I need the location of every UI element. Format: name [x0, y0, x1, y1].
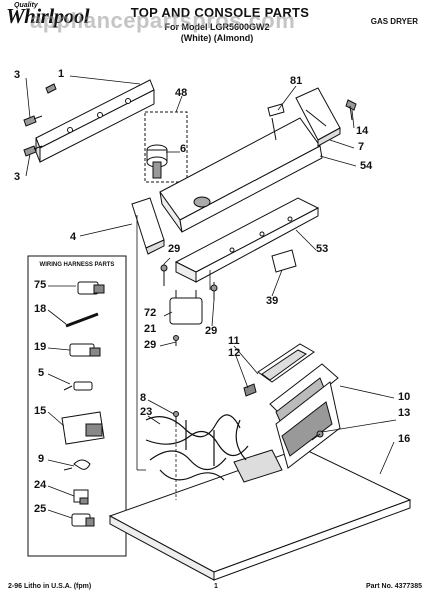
part-screws-3 [23, 83, 57, 157]
callout-10: 10 [398, 391, 411, 403]
part-switch-21 [169, 290, 203, 325]
part-clip-12 [243, 383, 257, 397]
callout-3-top: 3 [14, 69, 21, 81]
watermark: appliancepartspros.com [30, 8, 296, 33]
callout-12: 12 [228, 347, 241, 359]
inset-callout-18: 18 [34, 303, 47, 315]
inset-callout-19: 19 [34, 341, 47, 353]
callout-3-bottom: 3 [14, 171, 21, 183]
whirlpool-logo: Whirlpool [6, 4, 90, 28]
part-console-54 [159, 103, 323, 233]
part-rail-53 [174, 197, 320, 283]
inset-callout-5: 5 [38, 367, 45, 379]
part-screw-14 [345, 99, 357, 111]
inset-callout-9: 9 [38, 453, 45, 465]
callout-8: 8 [140, 392, 147, 404]
callout-48: 48 [175, 87, 188, 99]
part-dashed-48 [144, 111, 188, 183]
inset-title: WIRING HARNESS PARTS [39, 262, 115, 268]
callout-7: 7 [358, 141, 365, 153]
part-console-back-panel [35, 79, 155, 163]
part-harness-23 [145, 414, 249, 481]
inset-parts [61, 281, 105, 527]
inset-wiring-harness-box [27, 255, 127, 557]
callout-29-upper: 29 [168, 243, 181, 255]
callout-21: 21 [144, 323, 157, 335]
part-knob-6 [146, 144, 168, 179]
callout-1: 1 [58, 68, 65, 80]
inset-callout-75: 75 [34, 279, 47, 291]
callout-54: 54 [360, 160, 373, 172]
callout-29-right: 29 [205, 325, 218, 337]
callout-6: 6 [180, 143, 187, 155]
callout-29-lower: 29 [144, 339, 157, 351]
callout-11: 11 [228, 335, 240, 347]
model-colors: (White) (Almond) [180, 33, 254, 43]
page-number: 1 [214, 583, 218, 590]
footer-litho: 2-96 Litho in U.S.A. (fpm) [8, 583, 92, 590]
brand-tagline: Quality [14, 2, 38, 9]
part-console-panel-10 [269, 363, 341, 469]
model-number: For Model LGR5600GW2 [164, 22, 270, 32]
part-number: Part No. 4377385 [365, 583, 422, 590]
part-bracket-7 [295, 87, 341, 147]
page-title: TOP AND CONSOLE PARTS [130, 5, 310, 20]
callout-81: 81 [290, 75, 303, 87]
callout-4: 4 [70, 231, 77, 243]
inset-callout-25: 25 [34, 503, 47, 515]
callout-72: 72 [144, 307, 157, 319]
callout-23: 23 [140, 406, 153, 418]
dryer-type: GAS DRYER [370, 17, 418, 26]
part-glass-11 [257, 343, 315, 383]
callout-13: 13 [398, 407, 411, 419]
callout-14: 14 [356, 125, 369, 137]
callout-39: 39 [266, 295, 279, 307]
inset-callout-15: 15 [34, 405, 47, 417]
part-clip-39 [271, 249, 297, 273]
callout-16: 16 [398, 433, 411, 445]
callout-53: 53 [316, 243, 329, 255]
inset-callout-24: 24 [34, 479, 47, 491]
part-main-top-16 [108, 447, 412, 581]
